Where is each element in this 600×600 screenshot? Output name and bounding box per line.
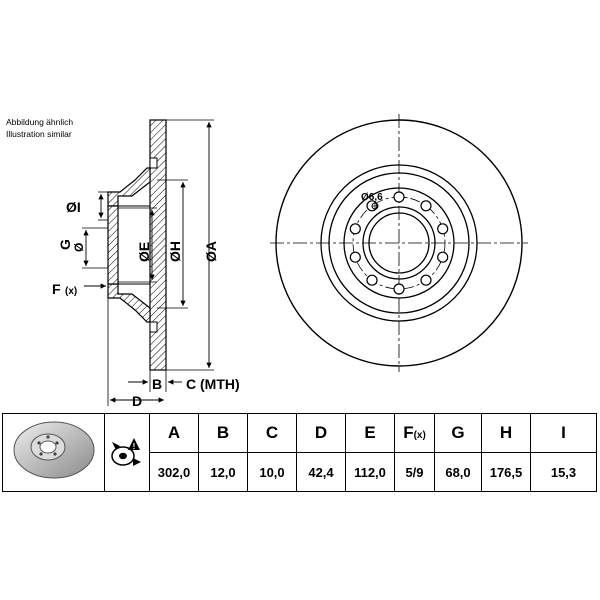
label-d: D xyxy=(132,393,142,409)
header-a: A xyxy=(149,413,199,453)
header-f-letter: F xyxy=(403,423,414,442)
header-c: C xyxy=(247,413,297,453)
center-bore-outer xyxy=(362,206,436,280)
bolt-holes xyxy=(349,191,449,295)
caption-line-german: Abbildung ähnlich xyxy=(6,117,74,127)
hat-step-edge xyxy=(343,187,455,299)
hat-wall-lower xyxy=(107,283,151,323)
header-f: F(x) xyxy=(394,413,435,453)
value-b: 12,0 xyxy=(198,452,248,492)
front-view: Ø6,6 xyxy=(270,114,528,372)
specification-table: ! A B C D E F(x) G H I 302,0 12,0 10,0 4… xyxy=(2,413,597,492)
wear-warning-cell: ! xyxy=(104,413,150,492)
bolt-hole xyxy=(393,191,405,203)
label-hole-dia: Ø6,6 xyxy=(361,192,383,203)
hat-wall-upper xyxy=(107,167,151,207)
value-c: 10,0 xyxy=(247,452,297,492)
caption-line-english: Illustration similar xyxy=(6,129,72,139)
side-section-view: ØI G Ø F (x) ØE ØH ØA B C (MTH) D xyxy=(52,119,240,409)
header-h: H xyxy=(481,413,531,453)
label-g-dia: Ø xyxy=(72,243,86,252)
label-f: F xyxy=(52,281,61,297)
illustration-caption: Abbildung ähnlich Illustration similar xyxy=(6,116,73,140)
value-e: 112,0 xyxy=(345,452,395,492)
wear-warning-icon: ! xyxy=(111,438,141,466)
friction-ring-inner-edge xyxy=(320,164,478,322)
notch-upper xyxy=(149,157,158,169)
bolt-hole xyxy=(437,223,449,235)
header-b: B xyxy=(198,413,248,453)
bolt-hole xyxy=(349,251,361,263)
notch-lower xyxy=(149,321,158,333)
svg-text:!: ! xyxy=(133,442,136,451)
header-f-suffix: (x) xyxy=(413,430,426,441)
label-a: ØA xyxy=(203,241,219,262)
disc-thumbnail-cell xyxy=(2,413,105,492)
label-i: ØI xyxy=(66,199,81,215)
hat-outer-edge xyxy=(328,172,470,314)
value-f: 5/9 xyxy=(394,452,435,492)
label-f-suffix: (x) xyxy=(65,286,77,297)
center-bore xyxy=(368,212,430,274)
header-i: I xyxy=(530,413,597,453)
mounting-face-section xyxy=(107,205,119,285)
header-e: E xyxy=(345,413,395,453)
brake-disc-drawing: ØI G Ø F (x) ØE ØH ØA B C (MTH) D Ø6,6 xyxy=(52,114,528,409)
label-g: G xyxy=(57,239,73,250)
bolt-hole xyxy=(420,200,432,212)
bolt-hole xyxy=(420,274,432,286)
value-i: 15,3 xyxy=(530,452,597,492)
bolt-hole xyxy=(437,251,449,263)
value-h: 176,5 xyxy=(481,452,531,492)
label-e: ØE xyxy=(136,242,152,262)
brake-disc-thumbnail-icon xyxy=(13,421,94,479)
label-h: ØH xyxy=(167,241,183,262)
bolt-hole xyxy=(393,283,405,295)
bolt-hole xyxy=(366,274,378,286)
value-a: 302,0 xyxy=(149,452,199,492)
label-b: B xyxy=(152,376,162,392)
bolt-hole xyxy=(349,223,361,235)
header-g: G xyxy=(434,413,482,453)
value-d: 42,4 xyxy=(296,452,346,492)
value-g: 68,0 xyxy=(434,452,482,492)
header-d: D xyxy=(296,413,346,453)
label-c: C (MTH) xyxy=(186,376,240,392)
